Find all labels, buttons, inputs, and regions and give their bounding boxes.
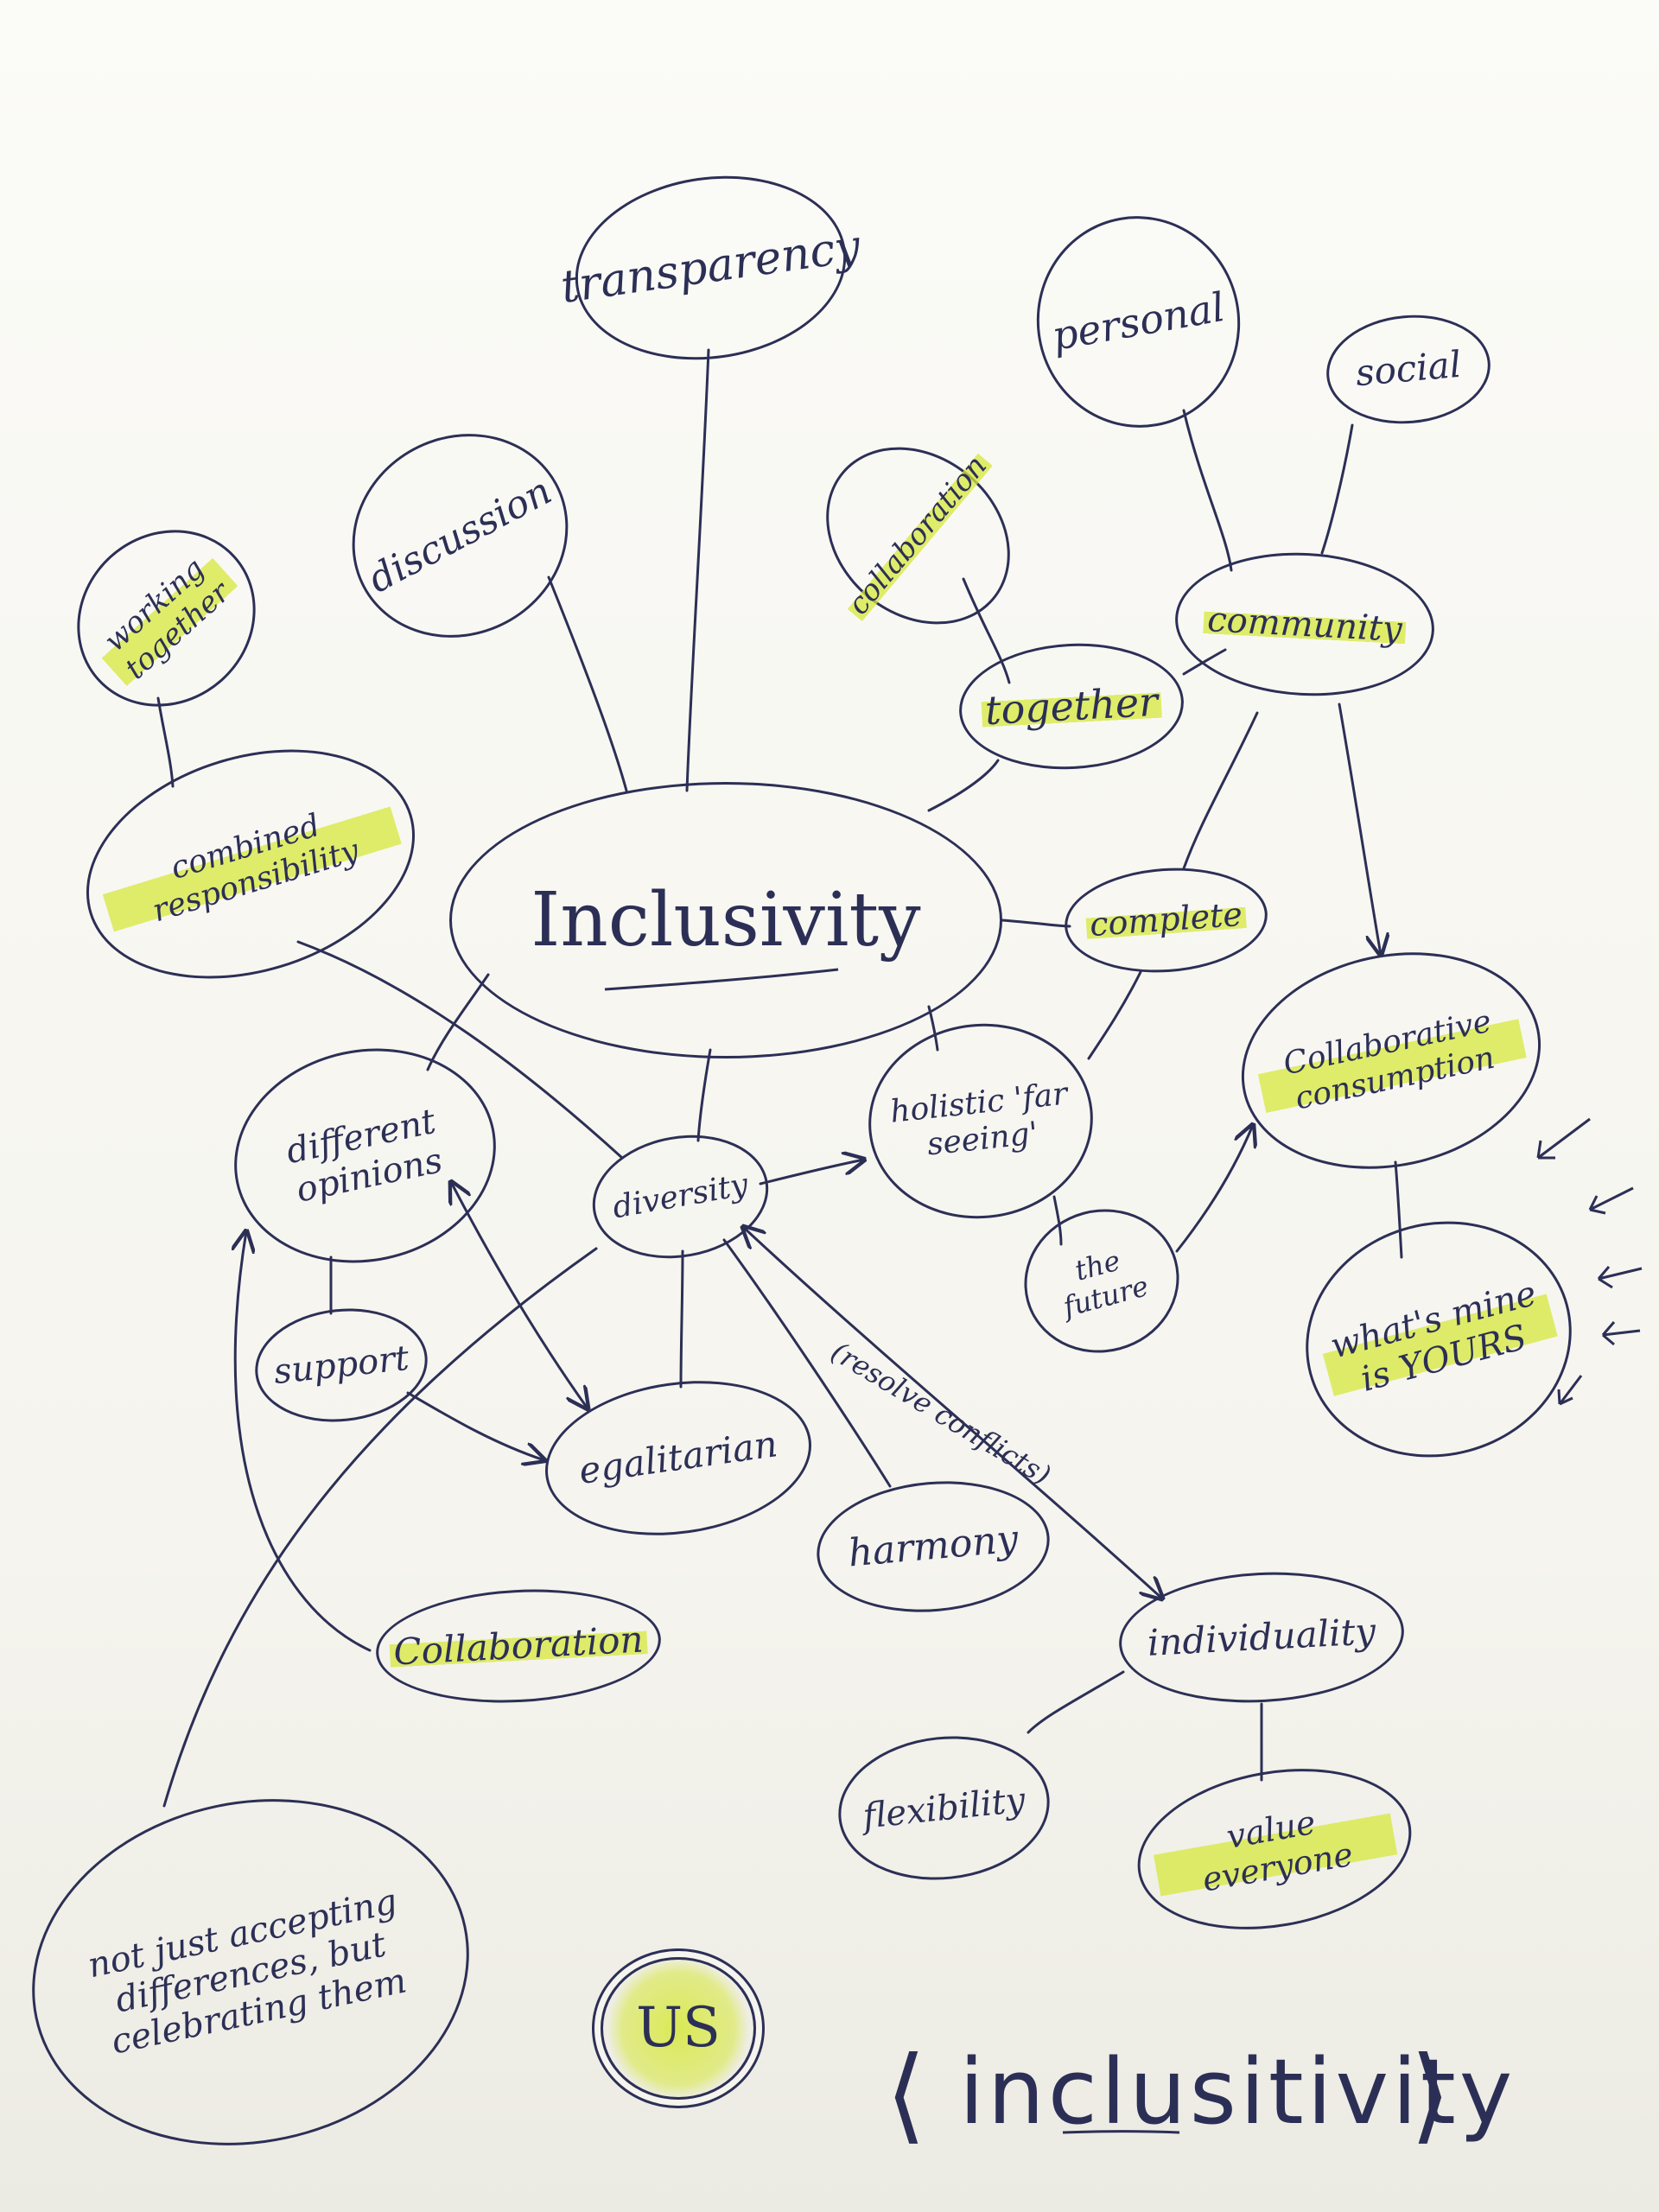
link-collabcons-whatsmine	[1394, 1160, 1403, 1259]
link-transparency-center	[685, 348, 710, 792]
bracket-right: ⟩	[1410, 2035, 1451, 2155]
link-center-diversity	[696, 1048, 712, 1142]
link-discussion-center	[547, 575, 628, 792]
arrow-icon	[1536, 1117, 1643, 1406]
link-community-collabcons	[1338, 702, 1381, 955]
link-individuality-flexibility	[1027, 1670, 1125, 1734]
link-center-complete	[1001, 918, 1071, 928]
node-center-inclusivity: Inclusivity	[449, 782, 1002, 1058]
link-support-egalitarian	[406, 1391, 544, 1460]
link-collaboration-diffop	[235, 1231, 372, 1652]
link-personal-community	[1182, 409, 1233, 572]
link-diversity-individuality	[743, 1227, 1162, 1599]
link-collab-together	[962, 577, 1011, 684]
node-us: US	[601, 1957, 756, 2100]
link-diversity-holistic	[759, 1160, 864, 1185]
link-notjust-diversity	[162, 1247, 598, 1808]
link-center-community	[927, 759, 1000, 812]
link-future-collabcons	[1175, 1125, 1253, 1253]
link-diversity-egalitarian	[679, 1249, 684, 1389]
link-together-community	[1182, 648, 1227, 676]
link-combined-diversity	[296, 940, 624, 1160]
bracket-left: ⟨	[886, 2035, 926, 2155]
link-center-diffop	[426, 973, 490, 1071]
link-working-combined	[156, 696, 175, 788]
link-complete-holistic	[1087, 970, 1142, 1060]
link-community-complete	[1182, 711, 1259, 870]
bottom-word-inclusitivity: inclusitivity	[959, 2039, 1516, 2145]
bottom-underline	[1062, 2130, 1180, 2134]
link-social-community	[1320, 423, 1354, 555]
link-diffop-egalitarian	[451, 1182, 588, 1408]
